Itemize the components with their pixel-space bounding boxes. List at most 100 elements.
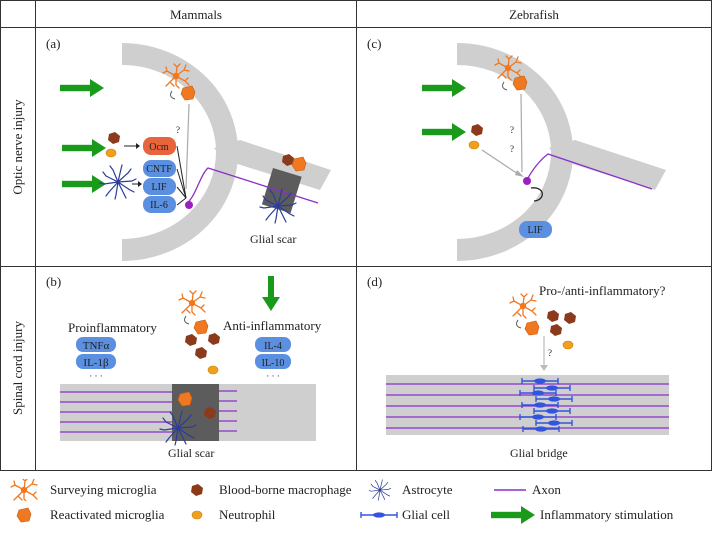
tnf-box xyxy=(76,337,116,352)
legend-item-glial-cell: Glial cell xyxy=(360,504,450,526)
legend-item-reactivated-microglia: Reactivated microglia xyxy=(8,504,164,526)
row-header-spinal: Spinal cord injury xyxy=(10,321,25,415)
legend-item-astrocyte: Astrocyte xyxy=(360,479,453,501)
legend-item-axon: Axon xyxy=(490,479,561,501)
il4-box xyxy=(255,337,291,352)
legend-item-neutrophil: Neutrophil xyxy=(177,504,275,526)
reactivated-microglia-icon xyxy=(16,507,32,523)
reactivated-microglia-d xyxy=(524,320,540,336)
surveying-microglia-d xyxy=(509,293,537,319)
axon-a xyxy=(186,167,319,204)
lif-box-a xyxy=(143,178,176,195)
green-arrow-a2 xyxy=(62,139,106,157)
glial-cell-icon xyxy=(360,511,398,519)
pro-title: Proinflammatory xyxy=(68,320,157,335)
panel-b: (b) Proinflammatory TNFα IL-1β · · · Ant… xyxy=(46,274,322,460)
neutrophil-c xyxy=(468,140,480,150)
astrocyte-icon xyxy=(368,479,392,501)
arrow-icon xyxy=(491,506,535,524)
green-arrow-a3 xyxy=(62,175,106,193)
macrophage-icon xyxy=(191,484,203,496)
factor-lif-a: LIF xyxy=(152,182,167,193)
macrophage-d3 xyxy=(550,324,562,336)
il6-box xyxy=(143,196,176,213)
factor-lif-c: LIF xyxy=(528,225,543,236)
scar-label-b: Glial scar xyxy=(168,446,214,460)
ocm-box xyxy=(143,137,176,155)
factor-cntf: CNTF xyxy=(146,164,172,175)
reactivated-microglia-b xyxy=(193,319,209,335)
lif-box-c xyxy=(519,221,552,238)
legend-label-reactivated-microglia: Reactivated microglia xyxy=(50,507,165,522)
scar-label-a: Glial scar xyxy=(250,232,296,246)
autocrine-arrow-c xyxy=(530,187,543,202)
macrophage-d1 xyxy=(547,310,559,322)
cntf-box xyxy=(143,160,176,177)
axon-c xyxy=(526,153,653,190)
optic-nerve-c xyxy=(549,140,666,190)
neutrophil-a xyxy=(105,148,117,158)
green-arrow-c2 xyxy=(422,123,466,141)
surveying-microglia-icon xyxy=(10,479,38,501)
macrophage-b3 xyxy=(195,347,207,359)
neutrophil-icon xyxy=(191,510,203,520)
anti-more: · · · xyxy=(266,371,280,381)
legend-label-astrocyte: Astrocyte xyxy=(402,482,453,497)
factor-ocm: Ocm xyxy=(149,142,169,153)
il1-box xyxy=(76,354,116,369)
row-header-optic: Optic nerve injury xyxy=(10,99,25,195)
legend-label-axon: Axon xyxy=(532,482,561,497)
question-c2: ? xyxy=(510,144,514,154)
axon-icon xyxy=(494,489,526,491)
macrophage-b1 xyxy=(185,334,197,346)
question-c1: ? xyxy=(510,125,514,135)
cytokine-il1: IL-1β xyxy=(83,357,109,369)
macrophage-c xyxy=(471,124,483,136)
surveying-microglia-b xyxy=(178,290,206,316)
pro-more: · · · xyxy=(89,371,103,381)
neutrophil-b xyxy=(207,365,219,375)
cytokine-tnf: TNFα xyxy=(83,340,110,352)
panel-d: (d) Pro-/anti-inflammatory? ? xyxy=(367,274,669,460)
optic-nerve-a xyxy=(214,140,331,190)
bridge-label-d: Glial bridge xyxy=(510,446,568,460)
panel-c: (c) ? ? LIF xyxy=(367,36,666,261)
green-arrow-c1 xyxy=(422,79,466,97)
reactivated-microglia-c xyxy=(512,75,528,91)
macrophage-b2 xyxy=(208,333,220,345)
panel-b-label: (b) xyxy=(46,274,61,289)
question-d: ? xyxy=(548,348,552,358)
astrocyte-a xyxy=(99,164,137,200)
column-header-mammals: Mammals xyxy=(170,7,222,22)
question-a: ? xyxy=(176,125,180,135)
legend-item-arrow: Inflammatory stimulation xyxy=(490,504,673,526)
panel-c-label: (c) xyxy=(367,36,381,51)
legend-label-macrophage: Blood-borne macrophage xyxy=(219,482,352,497)
legend-label-glial-cell: Glial cell xyxy=(402,507,451,522)
rgc-soma-a xyxy=(185,201,193,209)
green-arrow-a1 xyxy=(60,79,104,97)
legend-label-neutrophil: Neutrophil xyxy=(219,507,276,522)
axons-b-right xyxy=(219,390,237,432)
il10-box xyxy=(255,354,291,369)
macrophage-a xyxy=(108,132,120,144)
green-arrow-down-b xyxy=(262,276,280,311)
cytokine-il4: IL-4 xyxy=(264,341,282,352)
cytokine-il10: IL-10 xyxy=(262,358,285,369)
axons-b-left xyxy=(60,391,172,433)
macrophage-d2 xyxy=(564,312,576,324)
eye-retina-a xyxy=(121,43,238,261)
question-title-d: Pro-/anti-inflammatory? xyxy=(539,283,666,298)
legend-item-macrophage: Blood-borne macrophage xyxy=(177,479,351,501)
panel-d-label: (d) xyxy=(367,274,382,289)
legend-label-arrow: Inflammatory stimulation xyxy=(540,507,674,522)
legend-label-surveying-microglia: Surveying microglia xyxy=(50,482,157,497)
column-header-zebrafish: Zebrafish xyxy=(509,7,559,22)
panel-a: (a) ? Ocm CNTF LIF IL-6 xyxy=(46,36,331,261)
legend: Surveying microglia Reactivated microgli… xyxy=(0,470,712,533)
neutrophil-d xyxy=(562,340,574,350)
anti-title: Anti-inflammatory xyxy=(223,318,322,333)
factor-il6: IL-6 xyxy=(150,200,168,211)
reactivated-microglia-a xyxy=(180,85,196,101)
